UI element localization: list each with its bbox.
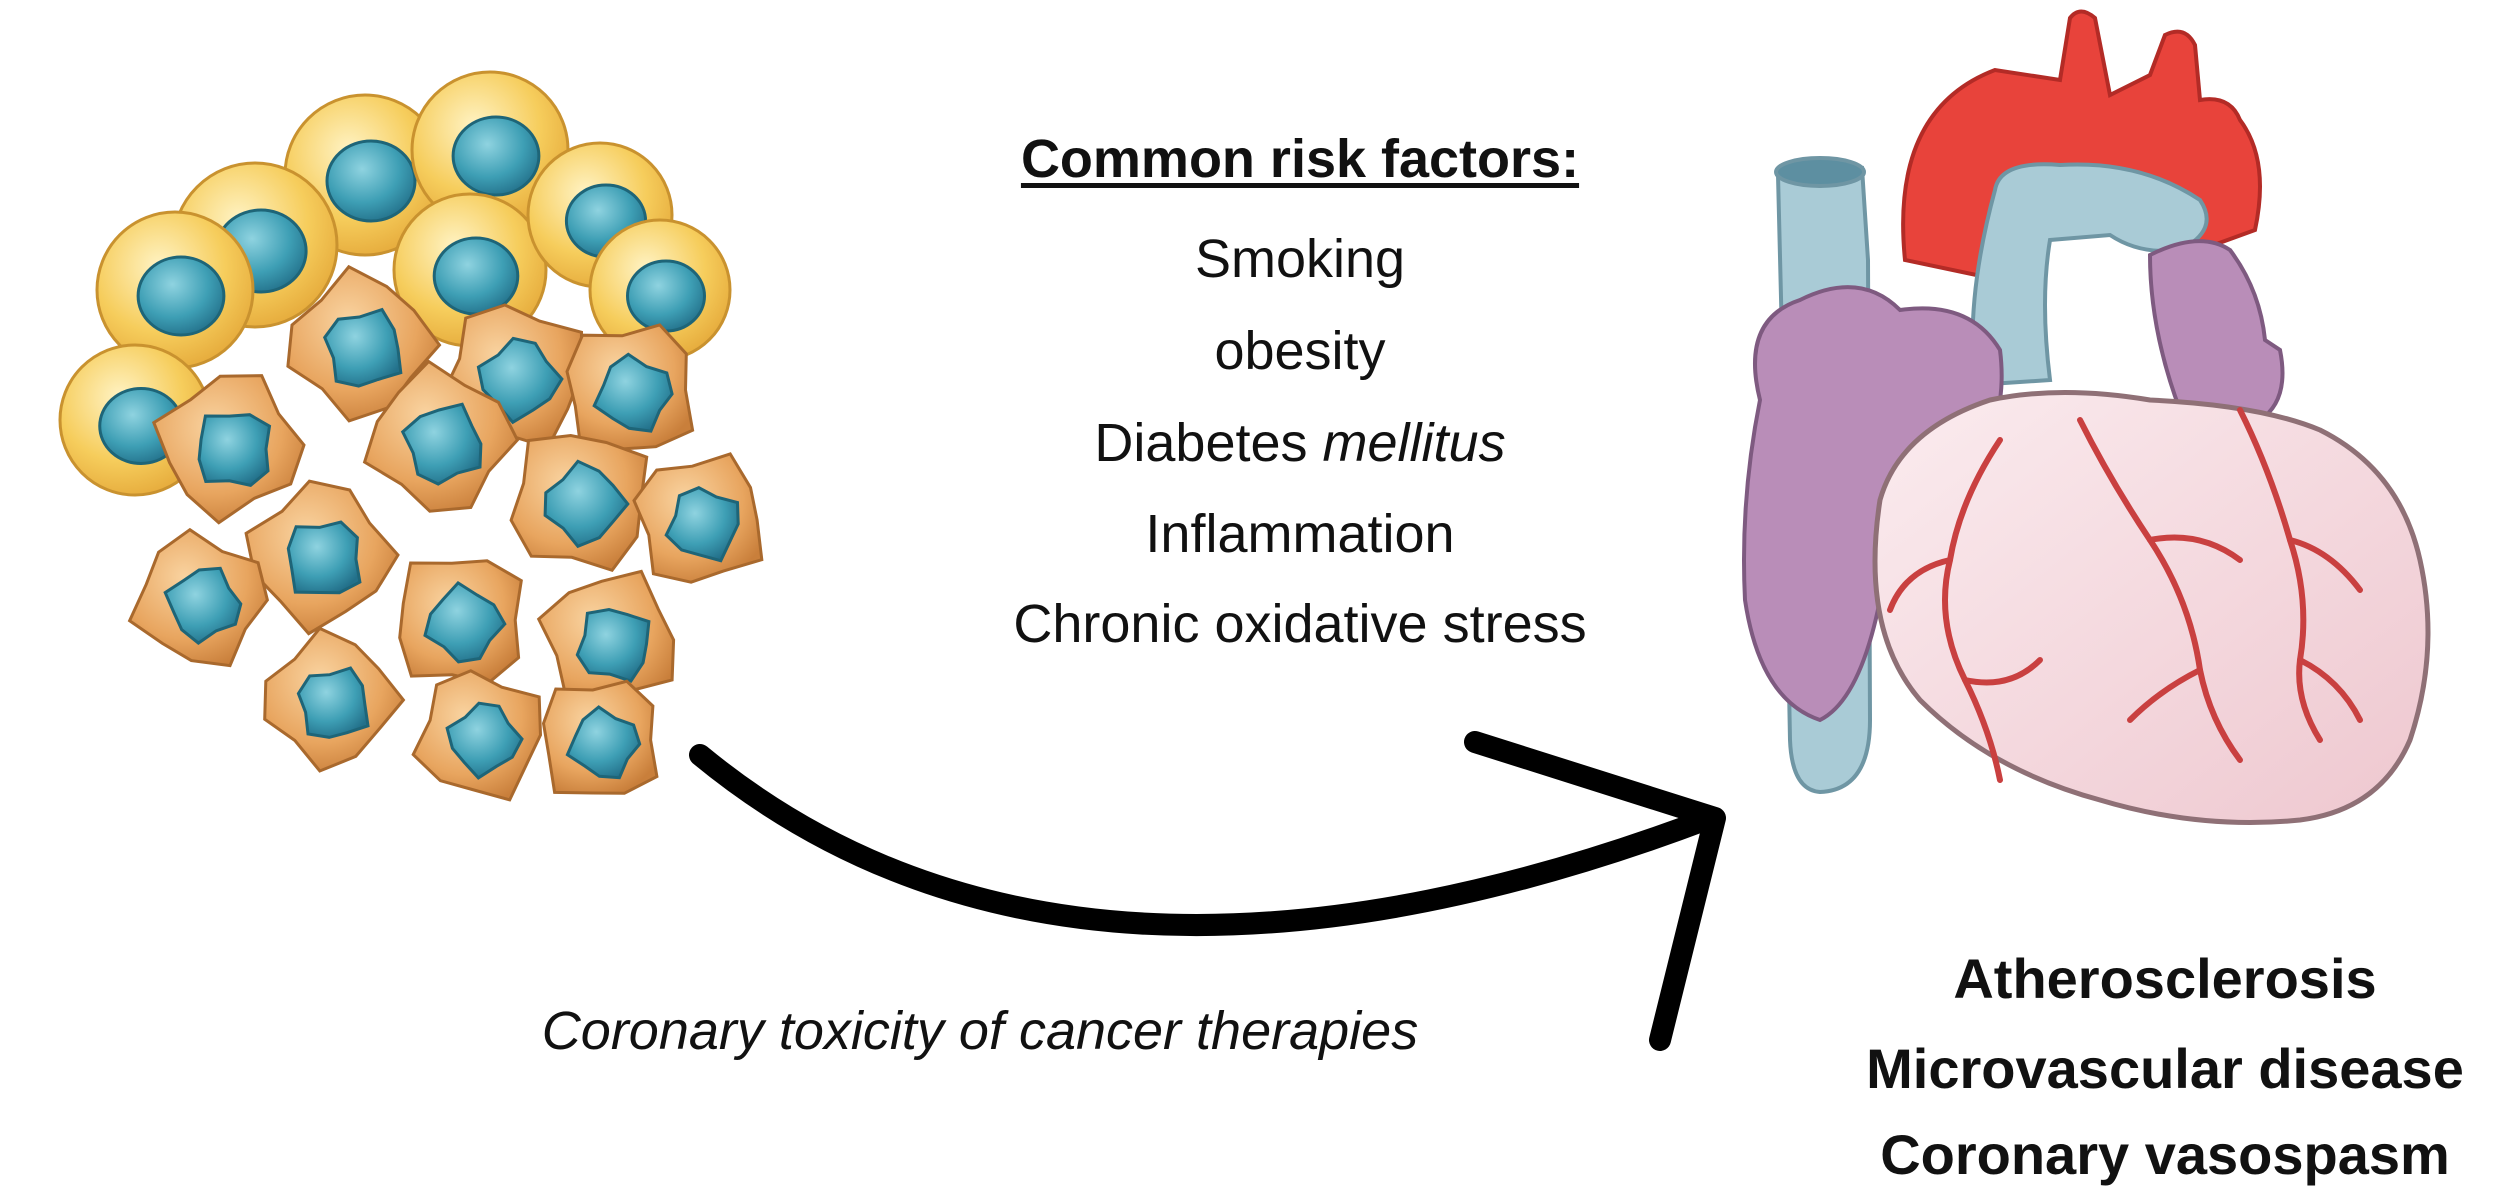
cell-nucleus [543, 459, 630, 549]
cell-nucleus [451, 115, 541, 197]
arrow-caption: Coronary toxicity of cancer therapies [541, 1001, 1419, 1061]
cell-nucleus [286, 520, 362, 595]
cell-nucleus [163, 566, 243, 645]
outcome-coronary-vasospasm: Coronary vasospasm [1880, 1123, 2450, 1186]
cell-nucleus [325, 139, 417, 223]
risk-factor-diabetes-text: Diabetes [1094, 413, 1323, 473]
cell-nucleus [296, 666, 370, 739]
cell-nucleus [592, 352, 674, 433]
cancer-cell-cluster-icon [58, 70, 764, 802]
cell-nucleus [432, 236, 520, 316]
outcome-atherosclerosis: Atherosclerosis [1953, 947, 2377, 1010]
cell-nucleus [136, 255, 226, 337]
risk-factors-title: Common risk factors: [1020, 129, 1580, 189]
cell-nucleus [664, 486, 740, 563]
cell-nucleus [423, 580, 507, 664]
cell-nucleus [565, 705, 642, 780]
cell-nucleus [400, 402, 483, 486]
vena-cava-opening [1774, 156, 1866, 188]
left-atrium [2147, 239, 2285, 423]
cell-nucleus [445, 701, 524, 780]
risk-factor-inflammation: Inflammation [1145, 504, 1455, 564]
heart-icon [1742, 9, 2431, 825]
coronary-vessels [1887, 407, 2363, 783]
cell-nucleus [197, 413, 272, 488]
risk-factor-oxidative-stress: Chronic oxidative stress [1013, 594, 1587, 654]
ventricles [1872, 390, 2431, 825]
cell-nucleus [575, 607, 651, 683]
curved-arrow-icon [689, 731, 1726, 1051]
cell-nucleus [626, 259, 706, 333]
outcome-microvascular-disease: Microvascular disease [1866, 1037, 2464, 1100]
cell-nucleus [322, 307, 403, 388]
risk-factor-smoking: Smoking [1194, 229, 1406, 289]
risk-factor-diabetes-italic: mellitus [1322, 413, 1506, 473]
risk-factor-diabetes: Diabetes mellitus [860, 412, 1740, 474]
risk-factor-obesity: obesity [1214, 321, 1386, 381]
